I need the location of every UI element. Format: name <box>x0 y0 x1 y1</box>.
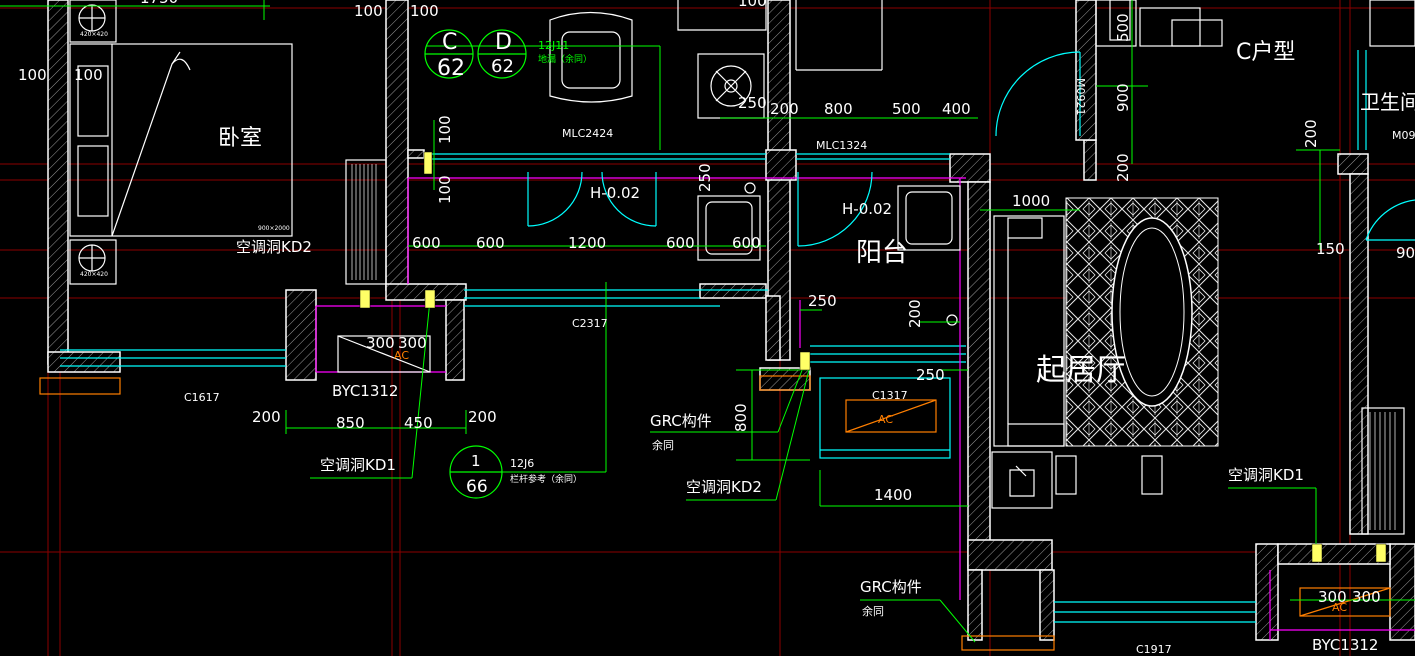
ref-12j11: 12J11 <box>538 39 570 52</box>
dim-100-d: 100 <box>74 66 103 84</box>
walls <box>47 0 1415 641</box>
label-byc1312-b: BYC1312 <box>1312 636 1379 654</box>
dim-1400: 1400 <box>874 486 913 504</box>
label-ac-b: AC <box>878 413 894 426</box>
room-bedroom: 卧室 <box>218 126 263 151</box>
dim-300-a: 300 <box>366 334 395 352</box>
furniture <box>39 0 1415 651</box>
label-mlc2424: MLC2424 <box>562 127 614 140</box>
ref-12j6: 12J6 <box>510 457 535 470</box>
label-bed-tag: 900×2000 <box>258 225 290 232</box>
dim-100-v2: 100 <box>436 175 454 204</box>
dim-200-e: 200 <box>252 408 281 426</box>
label-mlc1324: MLC1324 <box>816 139 868 152</box>
dim-500-a: 500 <box>892 100 921 118</box>
dim-100-e: 100 <box>738 0 767 10</box>
label-kd1-b: 空调洞KD1 <box>1228 466 1304 484</box>
dim-300-d: 300 <box>1352 588 1381 606</box>
label-grc-b-note: 余同 <box>862 605 884 618</box>
dim-250-d: 250 <box>916 366 945 384</box>
coffee-table <box>1111 217 1193 407</box>
dim-200-b: 200 <box>906 299 924 328</box>
label-ac-c: AC <box>1332 601 1348 614</box>
label-kd2-a: 空调洞KD2 <box>236 238 312 256</box>
dim-200-c: 200 <box>1114 153 1132 182</box>
label-ac-a: AC <box>394 349 410 362</box>
dim-800-a: 800 <box>824 100 853 118</box>
dim-90: 90 <box>1396 244 1415 262</box>
label-nightstand-a: 420×420 <box>80 31 108 38</box>
room-balcony: 阳台 <box>856 238 909 268</box>
dim-450: 450 <box>404 414 433 432</box>
dim-200-a: 200 <box>770 100 799 118</box>
dim-250-a: 250 <box>738 94 767 112</box>
callout-1-bottom: 66 <box>466 477 488 497</box>
dim-600-d: 600 <box>732 234 761 252</box>
dim-1000: 1000 <box>1012 192 1051 210</box>
label-kd2-b: 空调洞KD2 <box>686 478 762 496</box>
dim-300-c: 300 <box>1318 588 1347 606</box>
label-h-002-b: H-0.02 <box>842 200 893 218</box>
unit-type: C户型 <box>1236 40 1296 65</box>
dim-200-f: 200 <box>468 408 497 426</box>
dim-100-c: 100 <box>18 66 47 84</box>
dim-600-c: 600 <box>666 234 695 252</box>
ref-12j6-note: 栏杆参考（余同） <box>510 475 583 485</box>
label-c1617: C1617 <box>184 391 220 404</box>
dim-250-c: 250 <box>808 292 837 310</box>
dim-100-b: 100 <box>410 2 439 20</box>
label-c1317: C1317 <box>872 389 908 402</box>
windows <box>60 50 1415 623</box>
label-byc1312-a: BYC1312 <box>332 382 399 400</box>
room-living: 起居厅 <box>1036 353 1126 388</box>
doors <box>527 171 873 247</box>
dim-600-b: 600 <box>476 234 505 252</box>
ref-12j11-note: 地漏（余同） <box>538 55 593 65</box>
dim-500-b: 500 <box>1114 13 1132 42</box>
label-c2317: C2317 <box>572 317 608 330</box>
label-grc-a-note: 余同 <box>652 439 674 452</box>
dim-400: 400 <box>942 100 971 118</box>
dim-600-a: 600 <box>412 234 441 252</box>
label-c1917: C1917 <box>1136 643 1172 656</box>
label-nightstand-b: 420×420 <box>80 271 108 278</box>
label-grc-a: GRC构件 <box>650 412 712 430</box>
room-bathroom: 卫生间 <box>1360 90 1415 114</box>
dim-1200: 1200 <box>568 234 607 252</box>
callout-1-top: 1 <box>471 452 481 470</box>
dim-850: 850 <box>336 414 365 432</box>
label-grc-b: GRC构件 <box>860 578 922 596</box>
dim-800-b: 800 <box>732 403 750 432</box>
label-m0921: M0921 <box>1074 78 1087 116</box>
dim-300-b: 300 <box>398 334 427 352</box>
callout-circles <box>424 29 527 499</box>
callout-c-bottom: 62 <box>437 56 465 81</box>
callout-c-top: C <box>442 30 458 55</box>
dim-150: 150 <box>1316 240 1345 258</box>
dim-100-v1: 100 <box>436 115 454 144</box>
dim-250-b: 250 <box>696 163 714 192</box>
label-m09: M09 <box>1392 129 1415 142</box>
label-h-002-a: H-0.02 <box>590 184 641 202</box>
callout-d-bottom: 62 <box>491 56 514 77</box>
callout-d-top: D <box>495 30 512 55</box>
kd-markers <box>359 151 1387 563</box>
dim-900: 900 <box>1114 83 1132 112</box>
dim-200-d: 200 <box>1302 119 1320 148</box>
dim-top-left: 1750 <box>140 0 178 6</box>
dim-100-a: 100 <box>354 2 383 20</box>
label-kd1-a: 空调洞KD1 <box>320 456 396 474</box>
